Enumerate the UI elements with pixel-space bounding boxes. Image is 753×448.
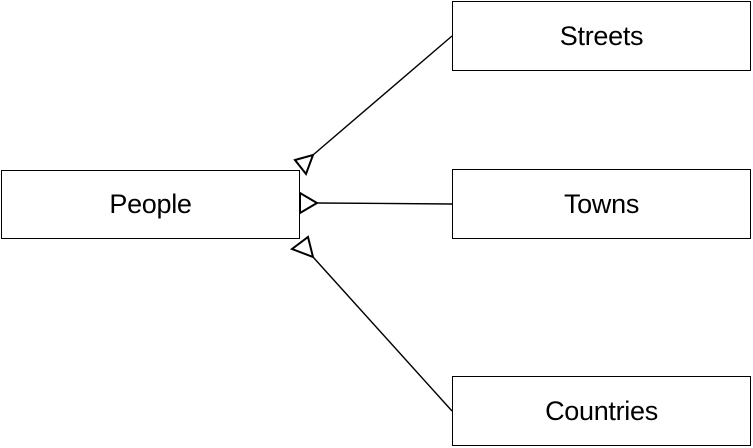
node-streets-label: Streets xyxy=(559,20,644,51)
node-people-label: People xyxy=(109,189,192,219)
node-towns-label: Towns xyxy=(563,188,640,219)
edge-line-towns-people xyxy=(316,202,453,205)
edge-line-countries-people xyxy=(312,256,453,412)
hollow-triangle-arrowhead-towns xyxy=(299,191,319,215)
hollow-triangle-arrowhead-countries xyxy=(289,235,315,259)
edge-line-streets-people xyxy=(312,35,453,156)
node-streets: Streets xyxy=(452,1,751,71)
node-countries: Countries xyxy=(452,376,751,446)
node-people: People xyxy=(1,170,300,239)
node-countries-label: Countries xyxy=(545,395,658,426)
node-towns: Towns xyxy=(452,169,751,239)
